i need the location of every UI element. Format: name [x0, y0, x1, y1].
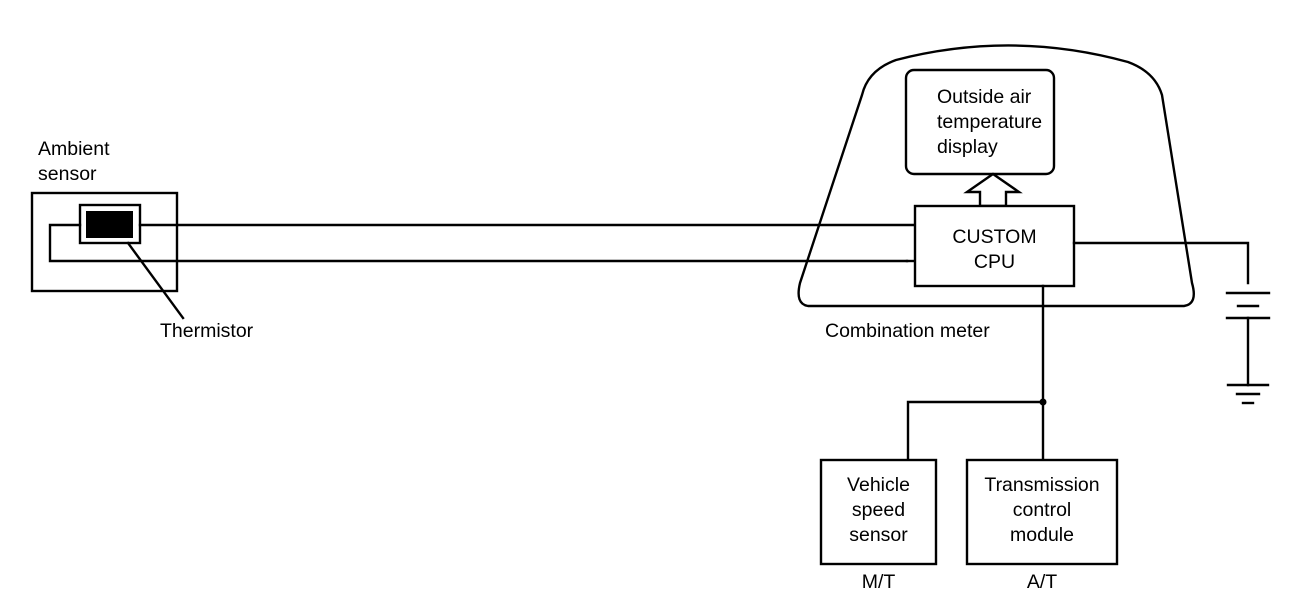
- combination-meter-outline: [797, 44, 1195, 308]
- thermistor-leader-line: [126, 241, 185, 320]
- cpu-to-battery-wire: [1072, 241, 1250, 285]
- display-label-line2: temperature: [937, 111, 1043, 133]
- cpu-box: [913, 204, 1076, 288]
- vehicle-speed-sensor-line1: Vehicle: [847, 474, 910, 496]
- display-label-line3: display: [937, 136, 998, 158]
- vehicle-speed-sensor-line2: speed: [851, 499, 906, 521]
- transmission-control-module-label: Transmission control module: [967, 473, 1117, 548]
- ambient-sensor-label: Ambient sensor: [38, 137, 110, 187]
- display-label: Outside air temperature display: [937, 85, 1042, 160]
- display-box: [904, 68, 1056, 176]
- vehicle-speed-sensor-label: Vehicle speed sensor: [821, 473, 936, 548]
- display-label-line1: Outside air: [937, 86, 1032, 108]
- cpu-label: CUSTOM CPU: [915, 225, 1074, 275]
- thermistor-label: Thermistor: [160, 320, 254, 342]
- mt-variant-label: M/T: [861, 571, 896, 593]
- ambient-sensor-label-line1: Ambient: [38, 138, 110, 160]
- cpu-label-line1: CUSTOM: [952, 226, 1037, 248]
- tcm-line2: control: [1012, 499, 1072, 521]
- sensor-internal-wire: [48, 223, 909, 263]
- tcm-line1: Transmission: [984, 474, 1100, 496]
- transmission-control-module-box: [965, 458, 1119, 566]
- ground-icon: [1226, 383, 1270, 405]
- ambient-sensor-label-line2: sensor: [38, 163, 97, 185]
- at-variant-label: A/T: [1026, 571, 1058, 593]
- tcm-line3: module: [1010, 524, 1074, 546]
- cpu-label-line2: CPU: [973, 251, 1016, 273]
- thermistor-element: [86, 211, 133, 238]
- combination-meter-label: Combination meter: [825, 320, 990, 342]
- battery-icon: [1225, 291, 1271, 320]
- junction-to-vss-wire: [906, 400, 1045, 462]
- vehicle-speed-sensor-box: [819, 458, 938, 566]
- cpu-to-display-arrow-icon: [963, 172, 1023, 208]
- vehicle-speed-sensor-line3: sensor: [849, 524, 908, 546]
